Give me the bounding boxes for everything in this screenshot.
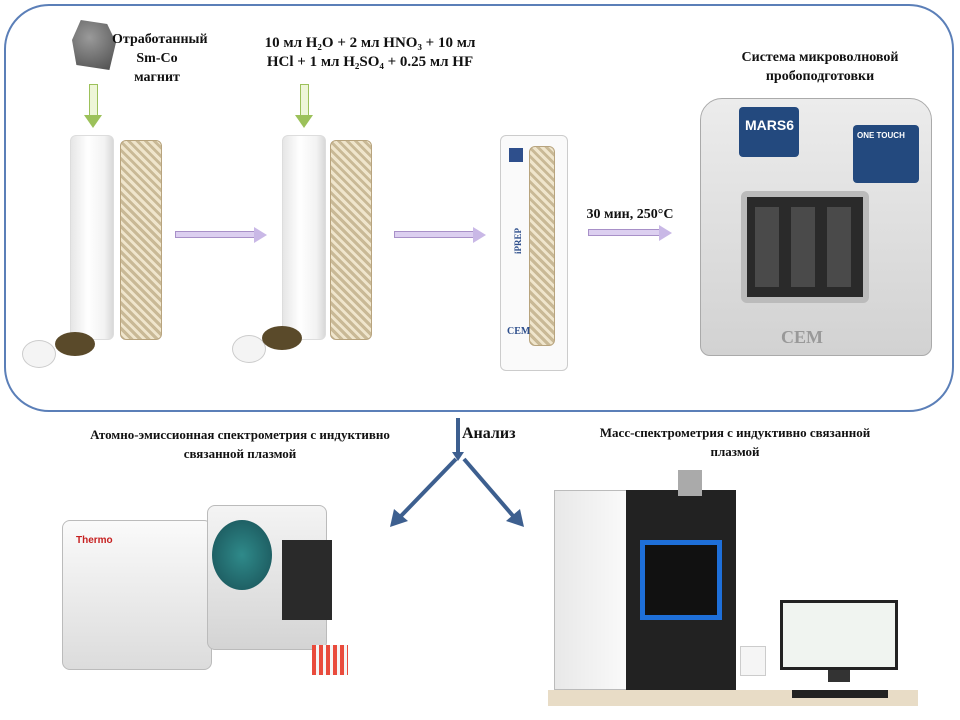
step-arrow-2 (394, 227, 486, 243)
icp-ms-label-line: Масс-спектрометрия с индуктивно связанно… (599, 425, 871, 440)
analysis-label: Анализ (462, 425, 516, 442)
ptfe-liner-2 (282, 135, 326, 340)
microwave-system-label: Система микроволновой пробоподготовки (720, 48, 920, 86)
magnet-image (72, 20, 116, 70)
iprep-vessel-image: iPREP CEM (500, 135, 568, 371)
step-arrow-1 (175, 227, 267, 243)
branch-arrow-right (462, 457, 516, 519)
reagents-line-1: 10 мл H₂O + 2 мл HNO₃ + 10 мл (264, 35, 476, 51)
ptfe-liner-1 (70, 135, 114, 340)
icp-aes-instrument-image: Thermo (62, 480, 362, 690)
iprep-logo: iPREP (513, 228, 523, 254)
icp-ms-instrument-image (548, 470, 928, 710)
reagents-label: 10 мл H₂O + 2 мл HNO₃ + 10 мл HCl + 1 мл… (230, 34, 510, 72)
magnet-label-line: магнит (134, 70, 180, 85)
icp-ms-label: Масс-спектрометрия с индуктивно связанно… (555, 423, 915, 461)
microwave-system-image: MARS6 ONE TOUCH CEM (700, 98, 932, 356)
reagents-line-2: HCl + 1 мл H₂SO₄ + 0.25 мл HF (266, 54, 474, 70)
vessel-cap-white-1 (22, 340, 56, 368)
vessel-cap-brown-2 (262, 326, 302, 350)
branch-arrows (390, 457, 524, 527)
conditions-label: 30 мин, 250°C (586, 207, 674, 222)
microwave-label-line: пробоподготовки (765, 69, 875, 84)
icp-aes-label-line: связанной плазмой (183, 446, 297, 461)
icp-aes-label: Атомно-эмиссионная спектрометрия с индук… (40, 425, 440, 463)
magnet-label-line: Sm-Co (136, 51, 178, 66)
vessel-sleeve-2 (330, 140, 372, 340)
monitor (780, 600, 898, 670)
magnet-label: Отработанный Sm-Co магнит (112, 30, 208, 87)
magnet-label-line: Отработанный (112, 32, 208, 47)
sample-prep-frame (4, 4, 954, 412)
analysis-arrow-down-head (452, 452, 464, 461)
icp-ms-label-line: плазмой (710, 444, 760, 459)
vessel-sleeve-1 (120, 140, 162, 340)
down-arrow-1 (84, 84, 102, 128)
step-arrow-3 (588, 225, 672, 241)
vessel-cap-white-2 (232, 335, 266, 363)
keyboard (792, 690, 888, 698)
branch-arrow-right-head (506, 509, 524, 527)
thermo-logo: Thermo (76, 535, 113, 546)
cem-logo-small: CEM (507, 326, 531, 337)
branch-arrow-left-head (390, 509, 408, 527)
branch-arrow-left (398, 457, 458, 519)
analysis-arrow-down (456, 418, 460, 454)
down-arrow-2 (295, 84, 313, 128)
vessel-cap-brown-1 (55, 332, 95, 356)
icp-aes-label-line: Атомно-эмиссионная спектрометрия с индук… (90, 427, 390, 442)
cem-logo: CEM (781, 327, 823, 347)
microwave-label-line: Система микроволновой (741, 50, 899, 65)
one-touch-label: ONE TOUCH (857, 131, 905, 140)
mars-logo: MARS6 (745, 117, 795, 133)
